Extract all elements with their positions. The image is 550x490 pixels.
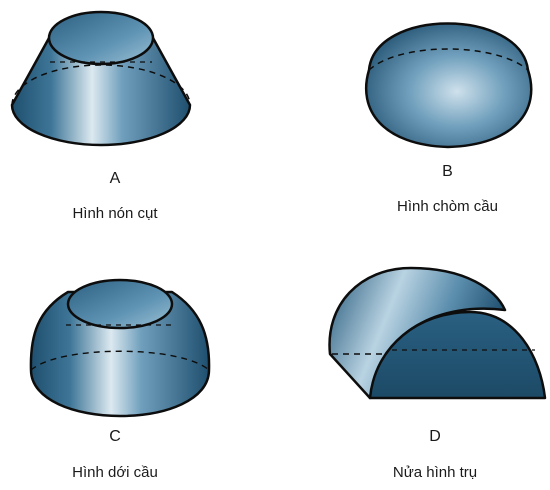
hidden-base-edge xyxy=(11,64,191,106)
figure-a: A Hình nón cụt xyxy=(0,0,230,245)
truncated-cone-drawing xyxy=(10,10,192,147)
figure-b-caption: Hình chòm cầu xyxy=(397,198,498,215)
figure-c-caption: Hình dới cầu xyxy=(72,464,158,481)
figure-a-caption: Hình nón cụt xyxy=(72,205,158,222)
cap-hidden-base-edge xyxy=(368,48,529,71)
spherical-cap-drawing xyxy=(364,22,533,149)
figure-a-letter: A xyxy=(109,170,121,187)
spherical-zone-drawing xyxy=(29,278,211,418)
cap-dome-surface xyxy=(364,22,533,149)
zone-side-surface xyxy=(29,290,211,418)
zone-hidden-base-edge xyxy=(30,350,210,371)
figure-c-letter: C xyxy=(109,428,121,445)
half-cylinder-front-face xyxy=(368,310,547,400)
figure-d: D Nửa hình trụ xyxy=(320,250,550,490)
figure-d-caption: Nửa hình trụ xyxy=(392,464,478,481)
zone-top-face xyxy=(66,278,174,330)
figure-b: B Hình chòm cầu xyxy=(345,0,550,245)
half-cylinder-drawing xyxy=(328,266,547,400)
cone-side-surface xyxy=(10,36,192,147)
figure-b-letter: B xyxy=(442,163,453,180)
figure-d-letter: D xyxy=(429,428,441,445)
figure-c: C Hình dới cầu xyxy=(0,250,230,490)
cone-top-face xyxy=(47,10,155,66)
